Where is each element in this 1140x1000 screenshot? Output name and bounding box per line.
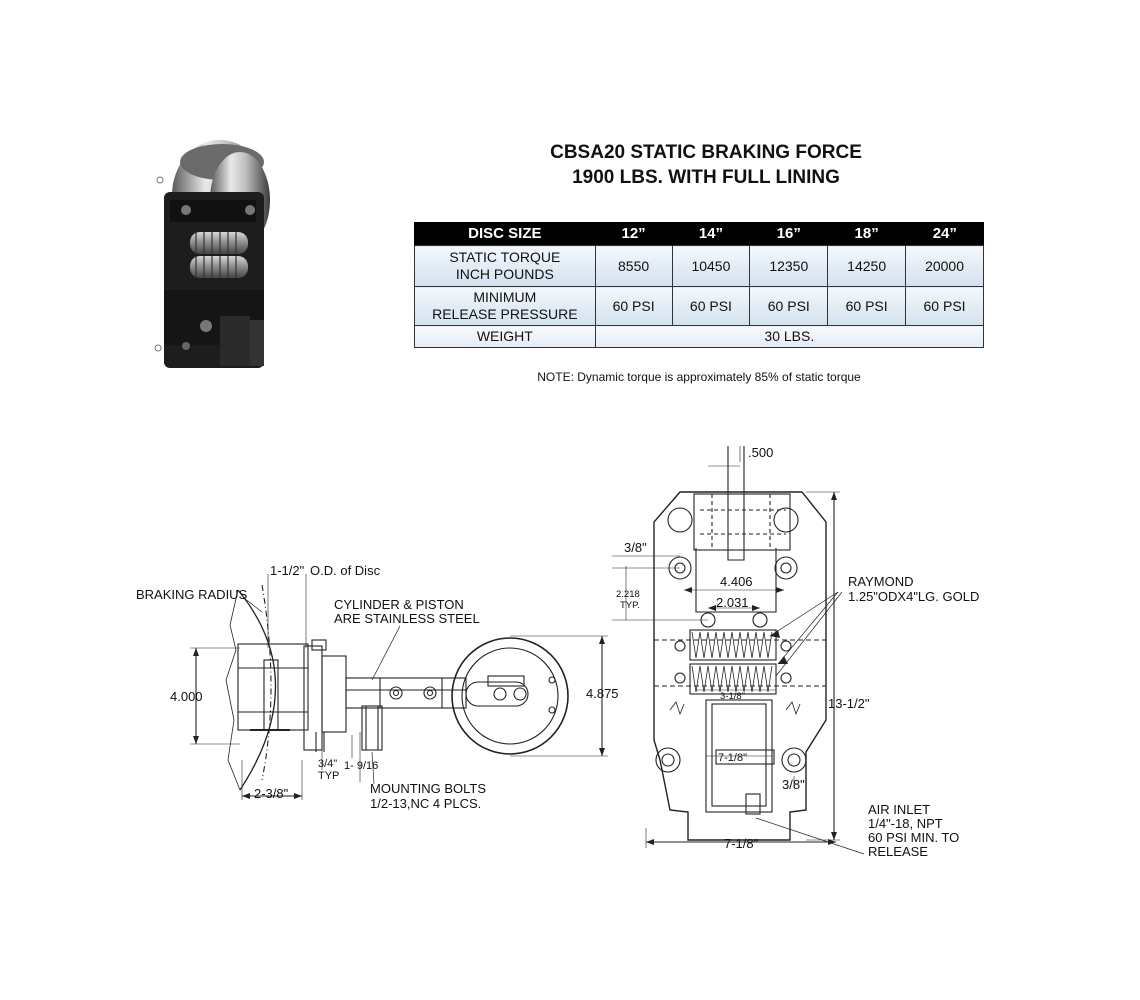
torque-value: 8550 — [594, 245, 673, 287]
dim-3-1-8: 3-1/8" — [720, 691, 746, 702]
cylinder-label-line1: CYLINDER & PISTON — [334, 597, 464, 612]
title-line-1: CBSA20 STATIC BRAKING FORCE — [550, 142, 862, 163]
dim-3-8-bottom: 3/8" — [782, 777, 805, 792]
spring-label-line2: 1.25"ODX4"LG. GOLD — [848, 589, 980, 604]
dim-2218: 2.218 — [616, 589, 640, 600]
pressure-value: 60 PSI — [594, 286, 673, 326]
brake-product-photo — [154, 140, 270, 368]
air-inlet-line4: RELEASE — [868, 844, 928, 859]
header-16: 16” — [749, 222, 828, 246]
dim-3-4: 3/4" — [318, 758, 338, 770]
header-14: 14” — [671, 222, 750, 246]
dim-500: .500 — [748, 445, 774, 460]
spec-header-row: DISC SIZE 12” 14” 16” 18” 24” — [414, 222, 984, 246]
dim-4406: 4.406 — [720, 574, 753, 589]
dim-2-3-8: 2-3/8" — [254, 786, 289, 801]
header-12: 12” — [594, 222, 672, 246]
dim-1-9-16: 1- 9/16 — [344, 760, 379, 772]
air-inlet-line2: 1/4"-18, NPT — [868, 816, 943, 831]
od-disc-label: O.D. of Disc — [310, 563, 381, 578]
cylinder-label-line2: ARE STAINLESS STEEL — [334, 611, 480, 626]
dim-4875: 4.875 — [586, 686, 619, 701]
torque-value: 10450 — [671, 245, 751, 287]
header-18: 18” — [827, 222, 906, 246]
air-inlet-line3: 60 PSI MIN. TO — [868, 830, 960, 845]
pressure-label-line1: MINIMUM — [473, 289, 537, 305]
air-inlet-line1: AIR INLET — [868, 802, 931, 817]
pressure-value: 60 PSI — [749, 286, 829, 326]
header-24: 24” — [905, 222, 984, 246]
torque-value: 20000 — [905, 245, 984, 287]
dim-typ: TYP — [318, 770, 340, 782]
spring-label-line1: RAYMOND — [848, 574, 914, 589]
title-line-2: 1900 LBS. WITH FULL LINING — [572, 167, 840, 188]
dim-13-1-2: 13-1/2" — [828, 696, 870, 711]
dim-3-8-top: 3/8" — [624, 540, 647, 555]
spec-table: DISC SIZE 12” 14” 16” 18” 24” STATIC TOR… — [414, 222, 985, 348]
braking-radius-label: BRAKING RADIUS — [136, 587, 248, 602]
dim-2218-typ: TYP. — [620, 600, 640, 611]
dim-4000: 4.000 — [170, 689, 203, 704]
torque-note: NOTE: Dynamic torque is approximately 85… — [537, 370, 861, 384]
dim-2031: 2.031 — [716, 595, 749, 610]
weight-row: WEIGHT 30 LBS. — [414, 325, 985, 348]
bolts-label-line2: 1/2-13,NC 4 PLCS. — [370, 796, 482, 811]
pressure-value: 60 PSI — [827, 286, 907, 326]
weight-label: WEIGHT — [414, 325, 596, 348]
weight-value: 30 LBS. — [594, 325, 985, 348]
torque-label-line1: STATIC TORQUE — [449, 249, 561, 265]
torque-value: 12350 — [749, 245, 829, 287]
dim-7-1-8: 7-1/8" — [724, 836, 759, 851]
header-disc-size: DISC SIZE — [414, 222, 596, 246]
torque-value: 14250 — [827, 245, 907, 287]
pressure-label-line2: RELEASE PRESSURE — [432, 306, 578, 322]
bolts-label-line1: MOUNTING BOLTS — [370, 781, 487, 796]
page-title: CBSA20 STATIC BRAKING FORCE 1900 LBS. WI… — [414, 140, 998, 190]
torque-label-line2: INCH POUNDS — [455, 266, 554, 282]
pressure-value: 60 PSI — [671, 286, 751, 326]
od-dim-label: 1-1/2" — [270, 563, 305, 578]
dim-7-1-8-inner: 7-1/8" — [718, 752, 747, 764]
